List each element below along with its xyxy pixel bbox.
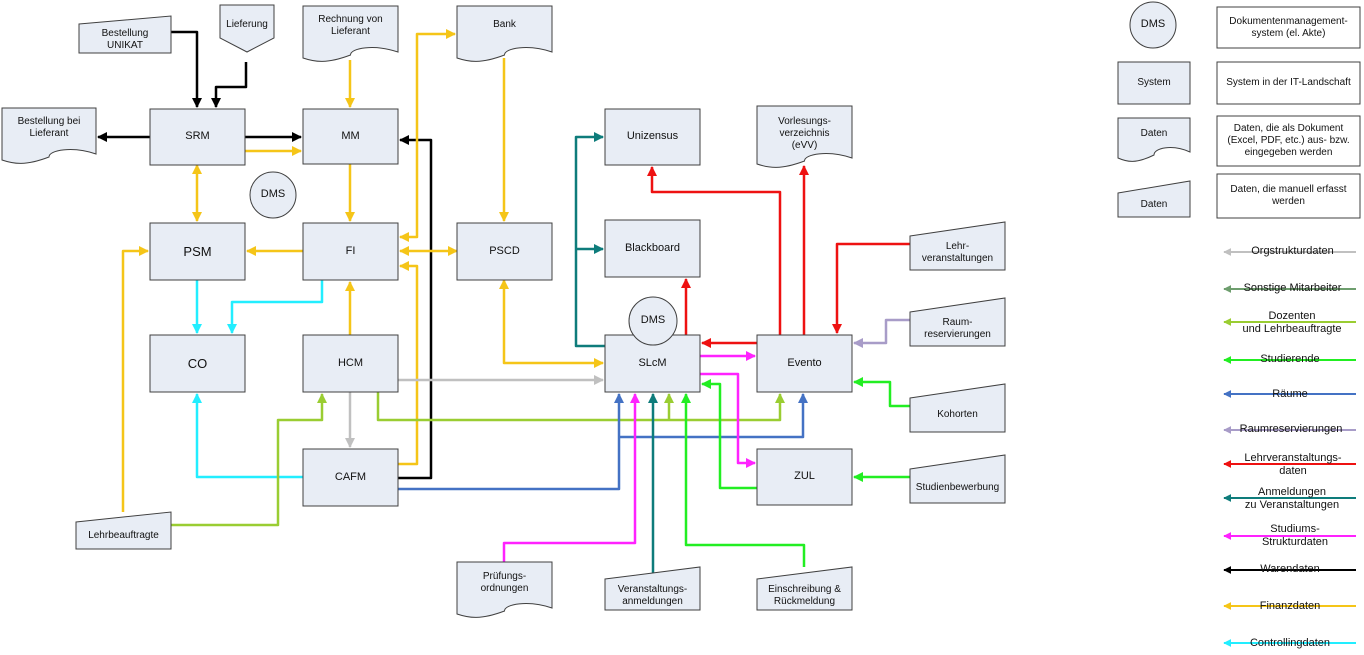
edge-kohorten-evento [853,377,910,408]
key-dms-desc-box [1216,6,1361,49]
connections [97,29,1356,647]
edge-lehrveranstaltungen-evento [832,242,910,334]
edge-pruefung-slcm [502,393,640,562]
edge-zul-slcm [701,379,757,490]
kohorten-manual [909,383,1006,433]
shapes [1,1,1361,618]
legend-label-waren: Warendaten [1260,563,1320,575]
lehrveranstaltungen-manual [909,221,1006,271]
einschreibung-manual [756,566,853,611]
fi-box [302,222,399,281]
pscd-box [456,222,553,281]
legend-label-orgstruktur: Orgstrukturdaten [1251,245,1334,257]
legend-label-sonstige: Sonstige Mitarbeiter [1243,282,1342,294]
legend-label-lehrveranstaltung: Lehrveranstaltungs- daten [1244,452,1342,477]
bestellung-unikat-manual [78,15,172,54]
edge-cafm-slcm [398,393,624,491]
legend-label-studierende: Studierende [1260,353,1320,365]
legend-label-dozenten: Dozenten und Lehrbeauftragte [1242,310,1342,335]
edge-fi-co [227,280,324,334]
legend-label-controlling: Controllingdaten [1249,637,1331,649]
lieferung-pentagon [219,4,275,53]
co-box [149,334,246,393]
edge-pscd-slcm [499,279,604,368]
evento-box [756,334,853,393]
edge-einschreibung-slcm [681,393,806,567]
psm-box [149,222,246,281]
raumreservierungen-manual [909,297,1006,347]
cafm-box [302,448,399,507]
key-system-box [1117,61,1191,105]
edge-cafm-evento [619,393,808,439]
bank-doc [456,5,553,62]
zul-box [756,448,853,506]
legend-label-finanz: Finanzdaten [1259,600,1321,612]
dms-left-circle [249,171,297,219]
edge-lieferung-srm [211,62,248,108]
legend-label-raumres: Raumreservierungen [1239,423,1343,435]
vorlesungsverzeichnis-doc [756,105,853,168]
key-manual-shape [1117,180,1191,218]
key-dms-circle [1129,1,1177,49]
veranstaltungsanmeldungen-manual [604,566,701,611]
key-system-desc-box [1216,61,1361,105]
rechnung-doc [302,5,399,62]
legend-label-anmeldung: Anmeldungen zu Veranstaltungen [1244,486,1340,511]
unizensus-box [604,108,701,166]
key-daten-doc [1117,117,1191,162]
legend-label-struktur: Studiums- Strukturdaten [1261,523,1329,548]
edge-evento-unizensus [647,166,782,335]
dms-mid-circle [628,296,678,346]
edge-cafm-mm [398,135,433,480]
hcm-box [302,334,399,393]
key-manual-desc-box [1216,173,1361,219]
edge-cafm-fi [398,261,419,466]
bestellung-lieferant-doc [1,107,97,164]
studienbewerbung-manual [909,454,1006,504]
edge-raumres-evento [853,318,910,348]
legend-label-raeume: Räume [1272,388,1308,400]
srm-box [149,108,246,166]
lehrbeauftragte-manual [75,511,172,550]
edge-unikat-srm [171,30,202,108]
edge-lehrbeauftragte-hcm [171,393,327,527]
key-daten-desc-box [1216,115,1361,167]
edge-hcm-evento [376,392,785,422]
blackboard-box [604,219,701,278]
mm-box [302,108,399,165]
edge-cafm-co [192,393,303,479]
pruefungsordnungen-doc [456,561,553,618]
edge-bank-fi [399,29,456,242]
edge-lehrbeauftragte-psm [121,246,149,512]
edge-slcm-unizensus [574,132,605,348]
edge-slcm-zul [700,372,756,468]
